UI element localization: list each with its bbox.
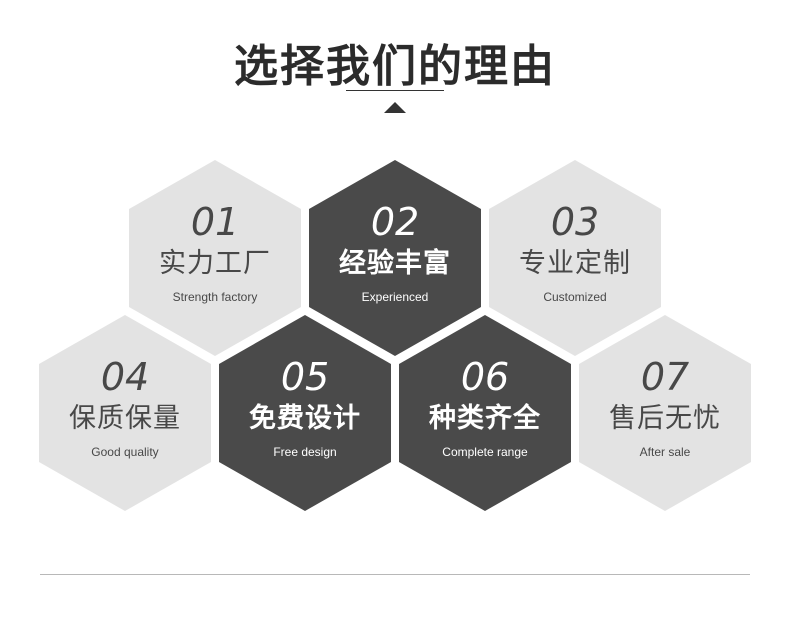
reason-subtitle: Complete range [442, 445, 528, 459]
reason-title: 免费设计 [249, 403, 361, 434]
reason-hex-02: 02 经验丰富 Experienced [309, 160, 481, 356]
up-triangle-icon [384, 102, 406, 113]
reason-number: 06 [460, 355, 510, 399]
reason-number: 02 [370, 200, 420, 244]
reason-hex-06: 06 种类齐全 Complete range [399, 315, 571, 511]
reason-number: 05 [280, 355, 330, 399]
reason-number: 07 [640, 355, 690, 399]
reason-number: 04 [100, 355, 150, 399]
reason-number: 03 [550, 200, 600, 244]
reason-number: 01 [190, 200, 240, 244]
reason-title: 实力工厂 [159, 248, 271, 279]
reason-hex-07: 07 售后无忧 After sale [579, 315, 751, 511]
reason-subtitle: Free design [273, 445, 337, 459]
reason-title: 种类齐全 [429, 403, 541, 434]
reason-subtitle: Customized [543, 290, 607, 304]
reason-title: 保质保量 [69, 403, 181, 434]
bottom-divider [40, 574, 750, 575]
reason-title: 经验丰富 [339, 248, 451, 279]
reason-subtitle: After sale [639, 445, 691, 459]
title-underline [346, 90, 444, 91]
reason-hex-01: 01 实力工厂 Strength factory [129, 160, 301, 356]
page-title: 选择我们的理由 [234, 41, 556, 92]
reason-title: 售后无忧 [609, 403, 721, 434]
reason-subtitle: Experienced [361, 290, 429, 304]
reason-title: 专业定制 [519, 248, 631, 279]
reason-hex-05: 05 免费设计 Free design [219, 315, 391, 511]
reason-subtitle: Strength factory [172, 290, 258, 304]
reason-hex-04: 04 保质保量 Good quality [39, 315, 211, 511]
reason-hex-03: 03 专业定制 Customized [489, 160, 661, 356]
reason-subtitle: Good quality [91, 445, 159, 459]
